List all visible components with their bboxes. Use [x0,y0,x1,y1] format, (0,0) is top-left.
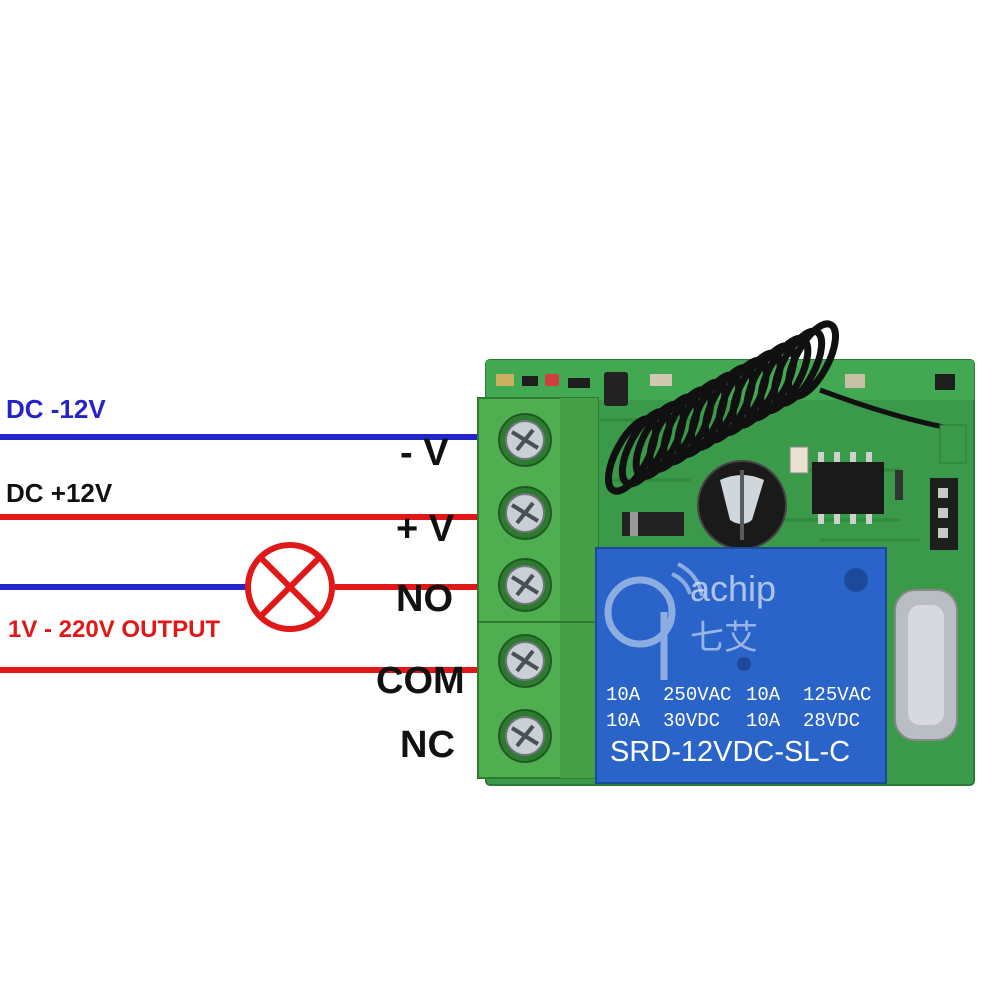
capacitor [697,460,787,550]
label-dc-negative: DC -12V [6,394,106,424]
relay-brand: achip [690,568,777,609]
screw-head-icon [498,709,552,763]
terminal-label-neg-v: - V [400,432,449,474]
screw-head-icon [498,558,552,612]
terminal-label-nc: NC [400,724,455,766]
relay-rating-r1-left: 10A 250VAC [606,684,732,706]
lamp-x-circle-icon [245,542,335,632]
screw-head-icon [498,413,552,467]
crystal-oscillator [894,589,958,741]
relay-rating-r1-right: 10A 125VAC [746,684,872,706]
terminal-label-pos-v: + V [396,508,455,550]
relay-brand-cn: 七艾 [690,618,758,658]
relay-rating-r2-left: 10A 30VDC [606,710,721,732]
achip-logo-mark [604,562,704,680]
screw-head-icon [498,634,552,688]
relay-body [595,547,887,784]
label-output: 1V - 220V OUTPUT [8,616,221,643]
label-dc-positive: DC +12V [6,478,113,508]
terminal-label-com: COM [376,660,465,702]
relay-rating-r2-right: 10A 28VDC [746,710,861,732]
terminal-label-no: NO [396,578,453,620]
pin-header [930,478,958,550]
ic-chip [812,452,884,524]
screw-head-icon [498,486,552,540]
relay-model: SRD-12VDC-SL-C [610,736,851,768]
antenna-coil-loop [785,320,839,400]
